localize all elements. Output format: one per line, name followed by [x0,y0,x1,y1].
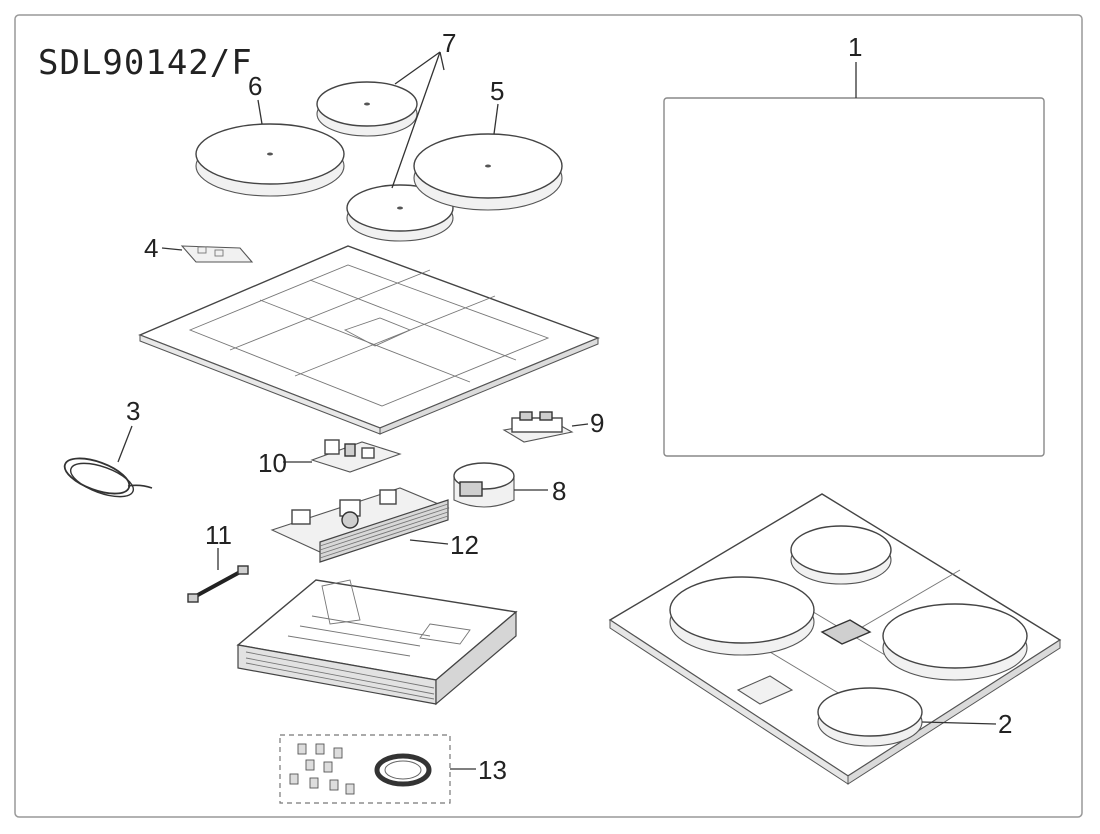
part-7-small-heating-ring-a [316,81,418,137]
part-2-assembled-hob [608,493,1062,785]
part-1-glass-panel [663,62,1045,457]
callout-3: 3 [126,396,140,426]
part-8-coil [453,462,548,508]
callout-12: 12 [450,530,479,560]
callout-6: 6 [248,71,262,101]
part-3-power-cable [63,425,153,498]
callout-10: 10 [258,448,287,478]
callout-1: 1 [848,32,862,62]
part-12-main-board-heatsink [270,487,450,563]
model-code: SDL90142/F [38,43,253,83]
callout-7-leaders [391,51,445,189]
callout-2: 2 [998,709,1012,739]
part-4-control-board [161,245,254,263]
callout-8: 8 [552,476,566,506]
diagram-frame [14,14,1083,818]
callout-4: 4 [144,233,158,263]
part-6-large-heating-ring [195,99,345,197]
bottom-housing [236,579,518,706]
part-7-small-heating-ring-b [346,184,454,242]
part-13-fixing-kit [279,734,476,804]
callout-13: 13 [478,755,507,785]
part-9-relay-board [502,411,589,443]
callout-5: 5 [490,76,504,106]
callout-11: 11 [205,520,232,550]
chassis-plate [138,245,600,435]
callout-9: 9 [590,408,604,438]
part-5-large-heating-ring [413,103,563,211]
callout-7: 7 [442,28,456,58]
part-10-power-board [283,439,402,473]
part-11-wire-harness [187,548,249,603]
